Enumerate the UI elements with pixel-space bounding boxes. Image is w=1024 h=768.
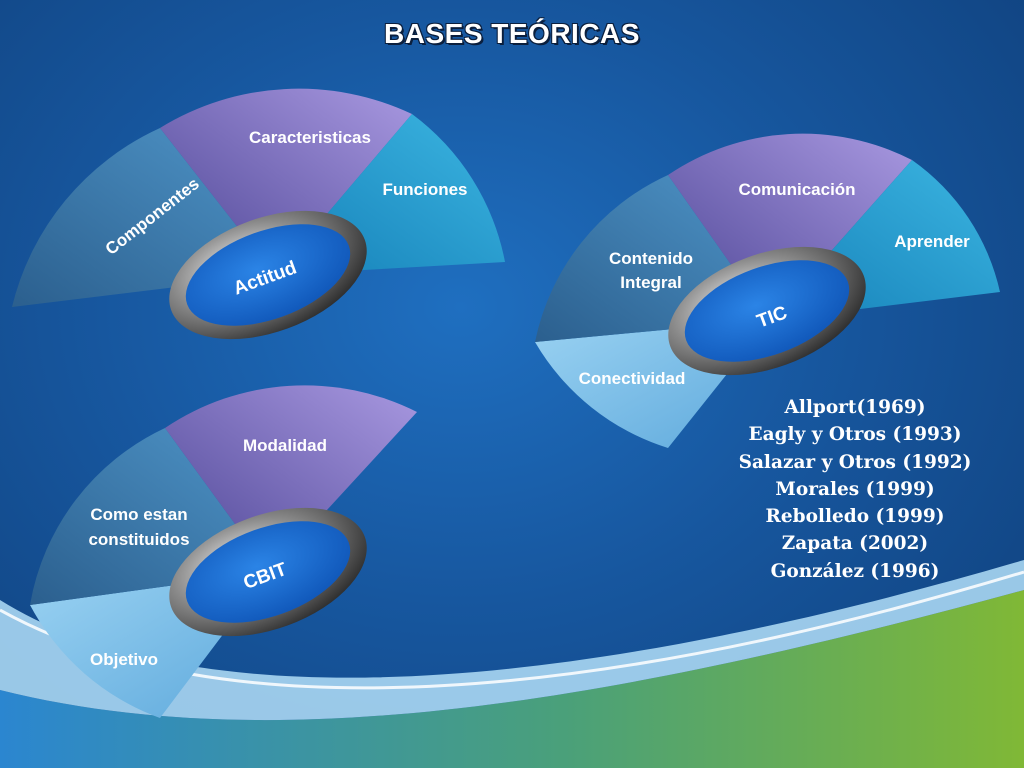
label-modalidad: Modalidad [243,436,327,455]
segment-modalidad [165,385,417,572]
tic-hub [684,260,850,362]
segment-comunicacion [668,133,912,320]
label-funciones: Funciones [382,180,467,199]
actitud-diagram: Actitud Componentes Caracteristicas Func… [12,88,505,340]
label-aprender: Aprender [894,232,970,251]
reference-item: Morales (1999) [775,478,935,500]
cbit-hub [185,521,351,623]
actitud-hub [185,224,351,326]
tic-diagram: TIC Conectividad Contenido Integral Comu… [535,133,1000,448]
reference-item: Allport(1969) [784,397,926,418]
reference-item: Zapata (2002) [781,533,929,555]
references-list: Allport(1969) Eagly y Otros (1993) Salaz… [705,394,1005,585]
page-title: BASES TEÓRICAS [384,18,640,49]
reference-item: Salazar y Otros (1992) [738,451,972,473]
segment-caracteristicas [160,88,412,276]
label-objetivo: Objetivo [90,650,158,669]
label-conectividad: Conectividad [579,369,686,388]
reference-item: González (1996) [770,560,940,582]
label-caracteristicas: Caracteristicas [249,128,371,147]
light-wave [0,560,1024,721]
reference-item: Eagly y Otros (1993) [748,424,962,446]
label-comunicacion: Comunicación [738,180,855,199]
label-como-estan: Como estan [90,505,187,524]
label-contenido: Contenido [609,249,693,268]
cbit-diagram: CBIT Objetivo Como estan constituidos Mo… [30,385,417,718]
reference-item: Rebolledo (1999) [765,506,945,528]
green-wave [0,590,1024,768]
label-constituidos: constituidos [88,530,189,549]
label-integral: Integral [620,273,681,292]
